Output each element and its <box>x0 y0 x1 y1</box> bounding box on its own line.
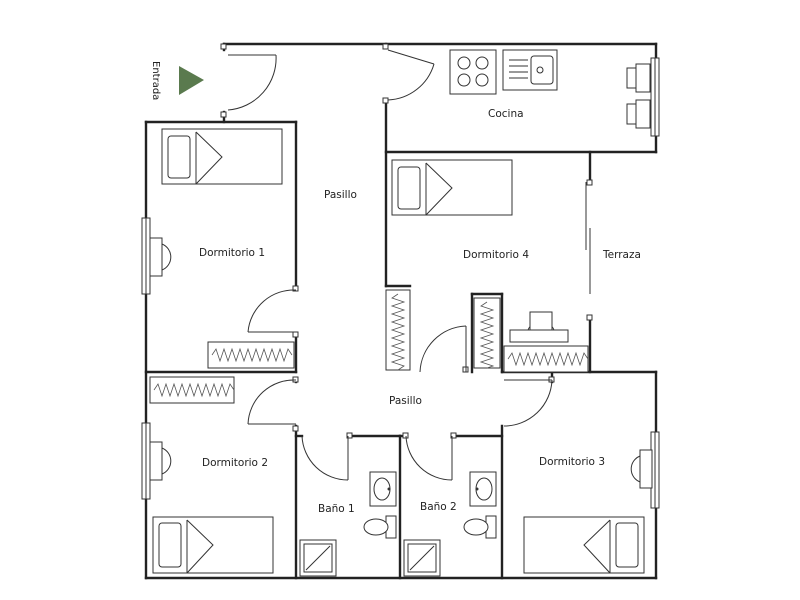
desk-dormitorio-1-icon <box>149 237 172 277</box>
wardrobe-dormitorio-3-icon <box>503 345 589 373</box>
wardrobe-dormitorio-4-right-icon <box>473 297 501 369</box>
wardrobe-dormitorio-4-left-icon <box>385 289 411 371</box>
doors <box>227 49 553 481</box>
label-cocina: Cocina <box>488 108 524 120</box>
kitchen-sink-icon <box>502 49 558 91</box>
dining-chairs-icon <box>626 63 651 129</box>
toilet-bano-2-icon <box>463 515 497 539</box>
bed-dormitorio-4-icon <box>391 159 513 216</box>
room-labels: Cocina Pasillo Dormitorio 1 Dormitorio 4… <box>199 108 641 515</box>
label-dormitorio-3: Dormitorio 3 <box>539 456 605 468</box>
label-dormitorio-4: Dormitorio 4 <box>463 249 529 261</box>
desk-dormitorio-3-icon <box>630 449 653 489</box>
wardrobe-dormitorio-2-icon <box>149 376 235 404</box>
label-bano-2: Baño 2 <box>420 501 457 513</box>
bed-dormitorio-2-icon <box>152 516 274 574</box>
label-dormitorio-1: Dormitorio 1 <box>199 247 265 259</box>
washbasin-bano-1-icon <box>369 471 397 507</box>
label-terraza: Terraza <box>602 249 641 261</box>
label-dormitorio-2: Dormitorio 2 <box>202 457 268 469</box>
bed-dormitorio-3-icon <box>523 516 645 574</box>
shower-bano-2-icon <box>403 539 441 577</box>
toilet-bano-1-icon <box>363 515 397 539</box>
desk-dormitorio-4-icon <box>509 311 569 343</box>
label-pasillo-upper: Pasillo <box>324 189 357 201</box>
shower-bano-1-icon <box>299 539 337 577</box>
entrance-label: Entrada <box>150 61 161 100</box>
wardrobe-dormitorio-1-icon <box>207 341 295 369</box>
label-pasillo-lower: Pasillo <box>389 395 422 407</box>
label-bano-1: Baño 1 <box>318 503 355 515</box>
bed-dormitorio-1-icon <box>161 128 283 185</box>
wall-end-markers <box>220 43 593 439</box>
desk-dormitorio-2-icon <box>149 441 172 481</box>
stove-icon <box>449 49 497 95</box>
washbasin-bano-2-icon <box>469 471 497 507</box>
entrance-arrow-icon <box>179 66 204 95</box>
